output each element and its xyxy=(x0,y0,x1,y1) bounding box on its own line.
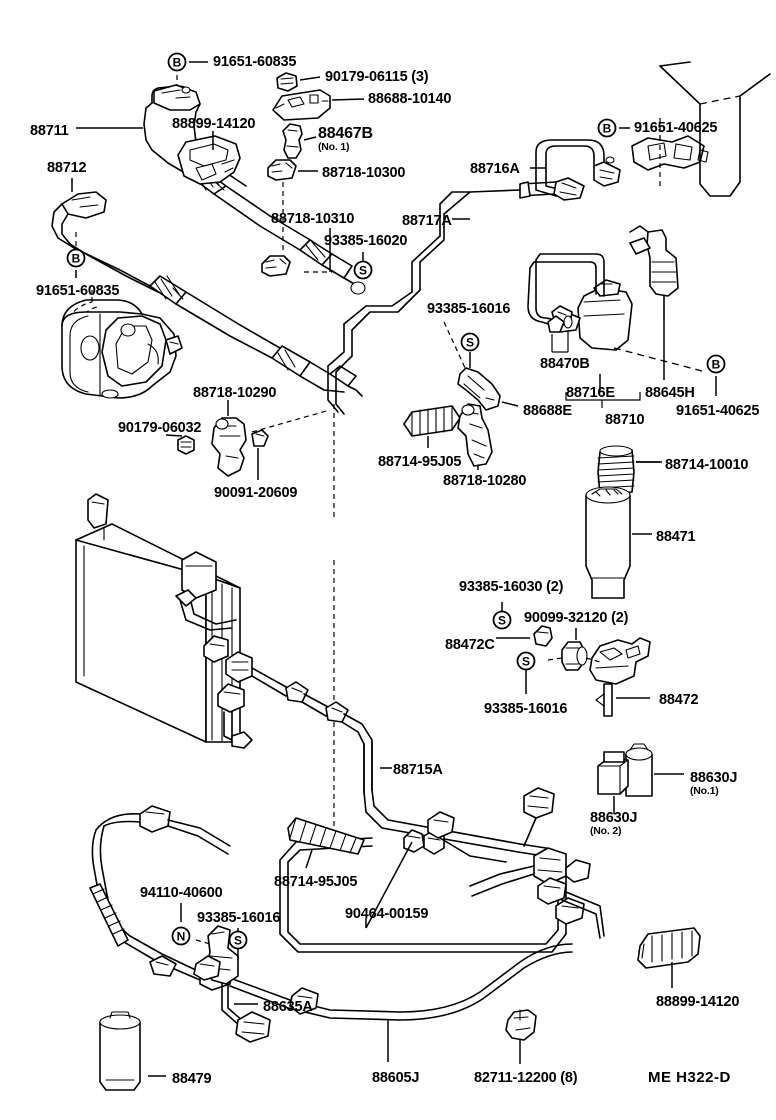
part-tube-88717A xyxy=(327,323,353,415)
label-88711: 88711 xyxy=(30,123,69,139)
part-receiver-bracket-88472 xyxy=(589,637,651,717)
part-pressure-switch-88645H xyxy=(629,225,679,380)
diagram-code: ME H322-D xyxy=(648,1069,731,1086)
label-88467B-text: 88467B xyxy=(318,125,373,142)
label-90099-32120: 90099-32120 (2) xyxy=(524,610,629,626)
part-clip-88472C xyxy=(496,625,553,647)
label-88467B: 88467B (No. 1) xyxy=(318,126,373,153)
label-88630J-no2: 88630J (No. 2) xyxy=(590,811,637,836)
part-clamp-88899-14120-upper xyxy=(177,131,241,185)
part-protector-88714-95J05-lower xyxy=(287,817,365,869)
group-brace-88710 xyxy=(565,392,641,408)
label-88472C: 88472C xyxy=(445,637,495,653)
part-nut-90179-06115 xyxy=(276,72,321,92)
part-valve-88467B xyxy=(282,123,317,159)
part-dryer-body-88471 xyxy=(585,486,652,599)
label-91651-60835-top: 91651-60835 xyxy=(213,54,297,70)
label-88630J-no1-text: 88630J xyxy=(690,770,738,786)
label-88471: 88471 xyxy=(656,529,696,545)
part-relay-88630J-no1 xyxy=(625,743,684,797)
label-88645H: 88645H xyxy=(645,385,695,401)
part-clamp-88899-14120-lower xyxy=(637,927,701,988)
label-88718-10310: 88718-10310 xyxy=(271,211,355,227)
label-94110-40600: 94110-40600 xyxy=(140,885,223,901)
label-93385-16016-lower: 93385-16016 xyxy=(484,701,568,717)
label-88605J: 88605J xyxy=(372,1070,420,1086)
part-compressor xyxy=(61,299,183,399)
label-91651-40625-right: 91651-40625 xyxy=(676,403,760,419)
label-93385-16016-bottom: 93385-16016 xyxy=(197,910,281,926)
label-93385-16016-mid: 93385-16016 xyxy=(427,301,511,317)
part-bracket-88688E xyxy=(443,321,519,411)
label-90179-06032: 90179-06032 xyxy=(118,420,202,436)
label-88899-14120-lower: 88899-14120 xyxy=(656,994,740,1010)
part-receiver-dryer-88471 xyxy=(597,445,660,495)
label-88630J-no1: 88630J (No.1) xyxy=(690,771,737,796)
label-88714-95J05-lower: 88714-95J05 xyxy=(274,874,358,890)
part-tube-88716A xyxy=(343,139,621,331)
label-88688-10140: 88688-10140 xyxy=(368,91,452,107)
label-90091-20609: 90091-20609 xyxy=(214,485,298,501)
label-88467B-sub: (No. 1) xyxy=(318,141,350,153)
label-88688E: 88688E xyxy=(523,403,572,419)
part-accumulator-88479 xyxy=(99,1011,166,1091)
label-91651-40625-top: 91651-40625 xyxy=(634,120,718,136)
part-protector-88714-95J05-upper xyxy=(403,405,461,448)
label-88712: 88712 xyxy=(47,160,87,176)
label-88472: 88472 xyxy=(659,692,699,708)
part-bracket-88718-10280 xyxy=(457,403,493,470)
part-clamp-88718-10300 xyxy=(267,159,318,250)
label-88717A: 88717A xyxy=(402,213,452,229)
label-88630J-no2-text: 88630J xyxy=(590,810,638,826)
label-91651-60835-left: 91651-60835 xyxy=(36,283,120,299)
label-88718-10290: 88718-10290 xyxy=(193,385,277,401)
label-88630J-no1-sub: (No.1) xyxy=(690,784,719,797)
label-88716E: 88716E xyxy=(566,385,615,401)
part-grommet-90099-32120 xyxy=(547,628,601,671)
label-88710: 88710 xyxy=(605,412,645,428)
part-harness-small-connector xyxy=(289,987,319,1015)
label-88630J-no2-sub: (No. 2) xyxy=(590,824,622,837)
part-clamp-82711-12200 xyxy=(505,1009,537,1064)
label-88716A: 88716A xyxy=(470,161,520,177)
part-bracket-88688-10140 xyxy=(272,89,365,121)
label-88715A: 88715A xyxy=(393,762,443,778)
label-88899-14120-upper: 88899-14120 xyxy=(172,116,256,132)
label-93385-16020: 93385-16020 xyxy=(324,233,408,249)
label-90464-00159: 90464-00159 xyxy=(345,906,429,922)
part-88470B-parts xyxy=(547,315,573,353)
label-88718-10300: 88718-10300 xyxy=(322,165,406,181)
part-relay-88630J-no2 xyxy=(597,751,629,814)
label-90179-06115: 90179-06115 (3) xyxy=(325,69,429,85)
part-condenser xyxy=(75,493,373,793)
label-88470B: 88470B xyxy=(540,356,590,372)
part-harness-connectors xyxy=(427,787,605,939)
part-bracket-88718-10290 xyxy=(165,400,331,480)
part-clamp-88718-10310 xyxy=(261,228,332,277)
label-88479: 88479 xyxy=(172,1071,212,1087)
label-88635A: 88635A xyxy=(263,999,313,1015)
label-93385-16030: 93385-16030 (2) xyxy=(459,579,564,595)
label-82711-12200: 82711-12200 (8) xyxy=(474,1070,578,1086)
label-88714-10010: 88714-10010 xyxy=(665,457,749,473)
part-amplifier-88635A xyxy=(193,925,271,1043)
label-88714-95J05-upper: 88714-95J05 xyxy=(378,454,462,470)
label-88718-10280: 88718-10280 xyxy=(443,473,527,489)
